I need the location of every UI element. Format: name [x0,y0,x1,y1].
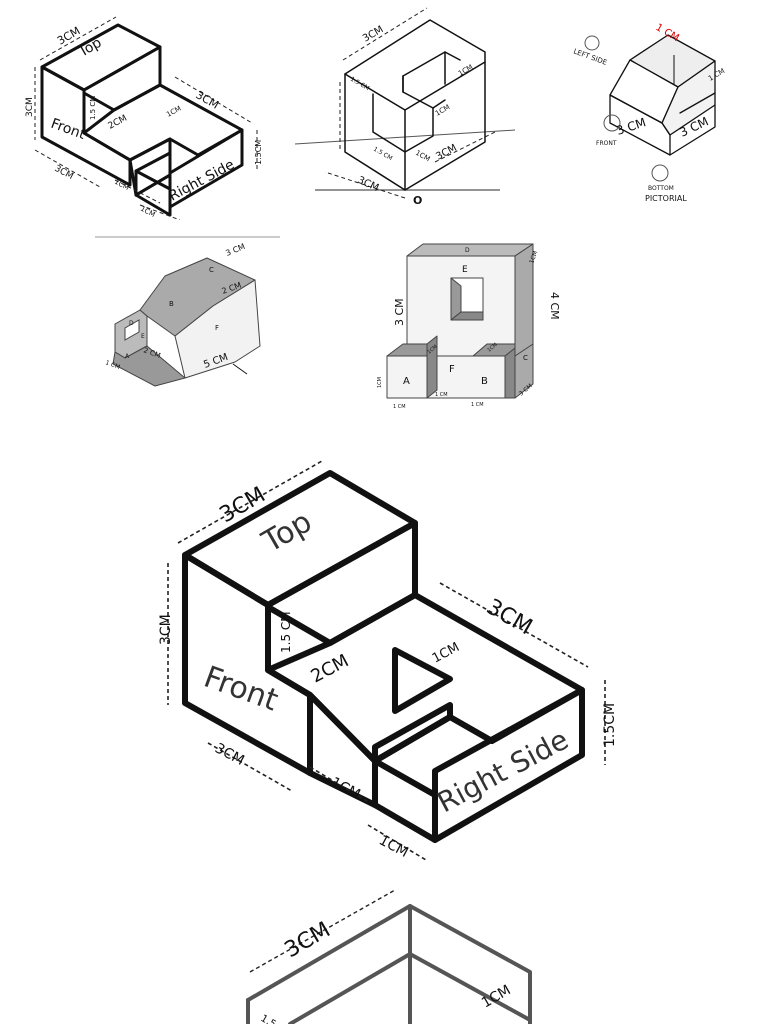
dim-1cm-top: 1CM [528,250,539,265]
dim-top: 3CM [55,24,82,47]
dim-1cm-c: 1 CM [393,404,406,410]
notch-side [134,169,172,217]
caption: PICTORIAL [645,194,687,203]
dim-bottom: 3CM [212,740,247,769]
figure-2: 3CM 1CM 1CM 1.5 CM 1.5 CM 1CM 3CM 3CM O [295,2,520,207]
figure-5: E D A F B C 3 CM 4 CM 1CM 1CM 1CM 1 CM 1… [365,232,565,412]
bottom-eye-icon [651,164,669,182]
dim-1cm-a: 1CM [113,178,130,192]
face-e: E [462,265,468,275]
origin-label: O [413,194,422,207]
face-f: F [449,364,455,375]
figure-3-drawing: 1 CM LEFT SIDE FRONT 3 CM 3 CM 1 CM BOTT… [572,22,726,203]
face-c: C [209,266,214,274]
dim-left: 3CM [25,97,35,117]
face-b: B [169,300,174,308]
notch-back [372,702,453,764]
dim-1cm-e: 1 CM [471,402,484,408]
dim-1cm-b: 1CM [376,832,411,861]
face-d: D [129,320,134,327]
figure-4: 3 CM 2 CM 2 CM 1 CM 5 CM C B F D E A [95,236,285,401]
figure-7-drawing: 3CM 1CM 1.5 [246,889,532,1024]
dim-1cm-d: 1 CM [435,392,448,398]
face-d: D [465,247,470,254]
face-a: A [125,353,130,360]
dim-1cm: 1 CM [104,359,121,371]
face-a: A [403,376,410,387]
figure-7: 3CM 1CM 1.5 [230,880,560,1024]
dim-right: 3CM [194,88,221,111]
dim-2cm: 2CM [107,114,129,132]
figure-5-drawing: E D A F B C 3 CM 4 CM 1CM 1CM 1CM 1 CM 1… [377,243,561,410]
right-side-label: Right Side [166,157,237,205]
figure-4-drawing: 3 CM 2 CM 2 CM 1 CM 5 CM C B F D E A [95,236,280,387]
left-side-label: LEFT SIDE [572,47,608,67]
figure-2-drawing: 3CM 1CM 1CM 1.5 CM 1.5 CM 1CM 3CM 3CM O [295,7,516,207]
front-eye-icon [603,114,621,132]
right-side-face [168,128,244,209]
top-label: Top [75,35,104,61]
face-b: B [481,376,488,387]
front-label: FRONT [596,140,617,147]
figure-6-drawing: Top Front Right Side 3CM 3CM 1.5 CM 2CM … [158,460,618,861]
dim-1cm-c: 1CM [414,149,431,164]
dim-4cm: 4 CM [548,292,561,320]
dim-15: 1.5 [259,1013,278,1024]
figure-1-drawing: Top Front Right Side 3CM 3CM 3CM 1.5 CM … [25,16,263,220]
dim-notch: 1CM [165,104,182,118]
bottom-label: BOTTOM [648,185,674,192]
dim-15-left: 1.5 CM [349,76,371,92]
right-side-face [432,687,585,843]
dim-bottom: 3CM [356,175,381,194]
notch-opening [392,647,453,714]
face-f: F [215,324,219,332]
dim-left: 3CM [158,614,174,645]
left-eye-icon [584,35,600,51]
dim-right-h: 1.5CM [254,140,263,165]
face-c: C [523,354,528,362]
dim-3cm: 3 CM [393,298,406,326]
dim-1cm-a: 1CM [426,344,438,356]
front-label: Front [49,116,88,143]
front-face [182,552,313,776]
notch-side [372,758,438,843]
figure-6: Top Front Right Side 3CM 3CM 1.5 CM 2CM … [150,455,620,875]
dim-right-h: 1.5CM [602,703,618,747]
dim-inner: 1.5 CM [89,96,97,120]
face-e: E [141,333,145,340]
dim-1cm-f: 1CM [377,377,383,388]
dim-15-bottom: 1.5 CM [372,146,394,162]
dim-notch: 1CM [430,640,462,667]
dim-1cm-b: 1CM [486,342,498,354]
dim-1cm-a: 1CM [457,63,474,78]
dim-2cm: 2CM [307,650,352,687]
dim-bottom: 3CM [53,164,75,182]
figure-1: Top Front Right Side 3CM 3CM 3CM 1.5 CM … [20,5,275,220]
dim-3cm: 3 CM [224,242,246,258]
dim-inner: 1.5 CM [279,611,293,653]
figure-3: 1 CM LEFT SIDE FRONT 3 CM 3 CM 1 CM BOTT… [570,5,740,215]
